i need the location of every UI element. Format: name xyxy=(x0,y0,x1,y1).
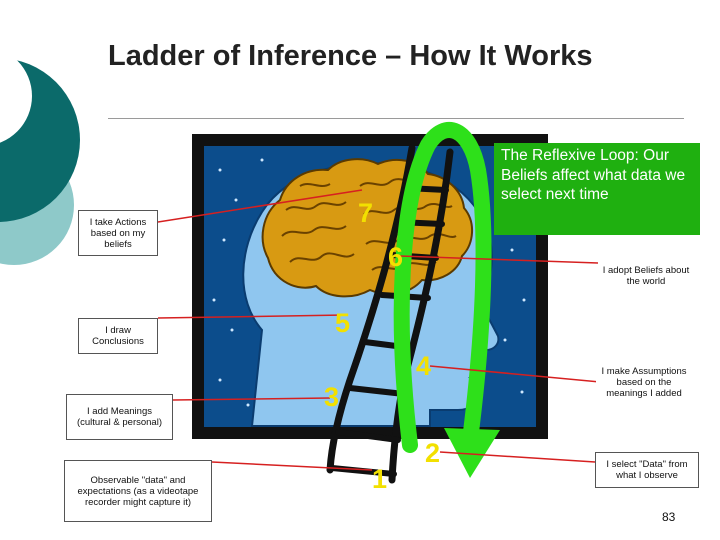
reflexive-loop-arrow xyxy=(393,122,500,478)
label-add-meanings: I add Meanings (cultural & personal) xyxy=(66,394,173,440)
reflexive-loop-note: The Reflexive Loop: Our Beliefs affect w… xyxy=(494,143,700,235)
slide-decoration xyxy=(0,49,80,265)
label-adopt-beliefs: I adopt Beliefs about the world xyxy=(598,254,694,298)
label-take-actions: I take Actions based on my beliefs xyxy=(78,210,158,256)
label-observable-data: Observable "data" and expectations (as a… xyxy=(64,460,212,522)
rung-number-2: 2 xyxy=(425,438,440,468)
rung-number-1: 1 xyxy=(372,464,387,494)
decor-circle-white xyxy=(0,49,32,143)
connector-lines xyxy=(157,189,601,471)
label-make-assumptions: I make Assumptions based on the meanings… xyxy=(596,360,692,404)
title-divider xyxy=(108,118,684,119)
rung-number-4: 4 xyxy=(416,351,431,381)
page-number: 83 xyxy=(662,510,676,524)
slide-title: Ladder of Inference – How It Works xyxy=(108,40,593,72)
label-select-data: I select "Data" from what I observe xyxy=(595,452,699,488)
rung-number-7: 7 xyxy=(358,198,373,228)
rung-number-6: 6 xyxy=(388,242,403,272)
rung-number-3: 3 xyxy=(324,382,339,412)
label-draw-conclusions: I draw Conclusions xyxy=(78,318,158,354)
rung-number-5: 5 xyxy=(335,308,350,338)
